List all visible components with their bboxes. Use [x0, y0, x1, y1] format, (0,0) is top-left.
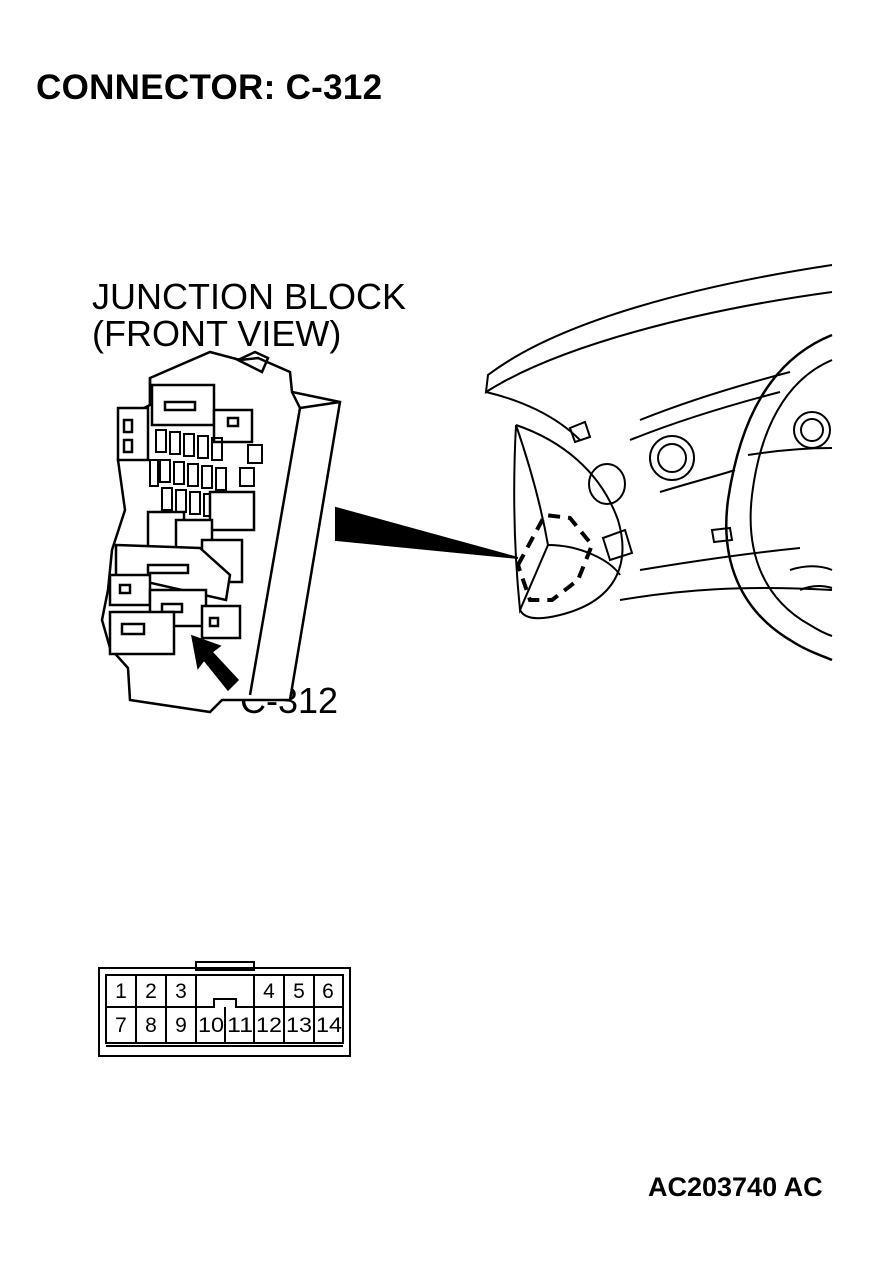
pin-8: 8 [145, 1014, 157, 1037]
pin-4: 4 [263, 980, 275, 1003]
pin-7: 7 [115, 1014, 127, 1037]
view-label: (FRONT VIEW) [92, 313, 342, 354]
pin-12: 12 [256, 1014, 282, 1037]
page-title: CONNECTOR: C-312 [36, 68, 383, 107]
pin-9: 9 [175, 1014, 187, 1037]
connector-outline [98, 967, 351, 1057]
connector-latch [195, 961, 255, 971]
figure-code: AC203740 AC [648, 1172, 823, 1202]
pin-11: 11 [227, 1014, 253, 1037]
pin-2: 2 [145, 980, 157, 1003]
pin-1: 1 [115, 980, 127, 1003]
pin-5: 5 [293, 980, 305, 1003]
junction-block-label: JUNCTION BLOCK [92, 276, 407, 317]
pin-10: 10 [198, 1014, 224, 1037]
pin-13: 13 [286, 1014, 312, 1037]
pin-14: 14 [316, 1014, 342, 1037]
pin-3: 3 [175, 980, 187, 1003]
pin-6: 6 [322, 980, 334, 1003]
